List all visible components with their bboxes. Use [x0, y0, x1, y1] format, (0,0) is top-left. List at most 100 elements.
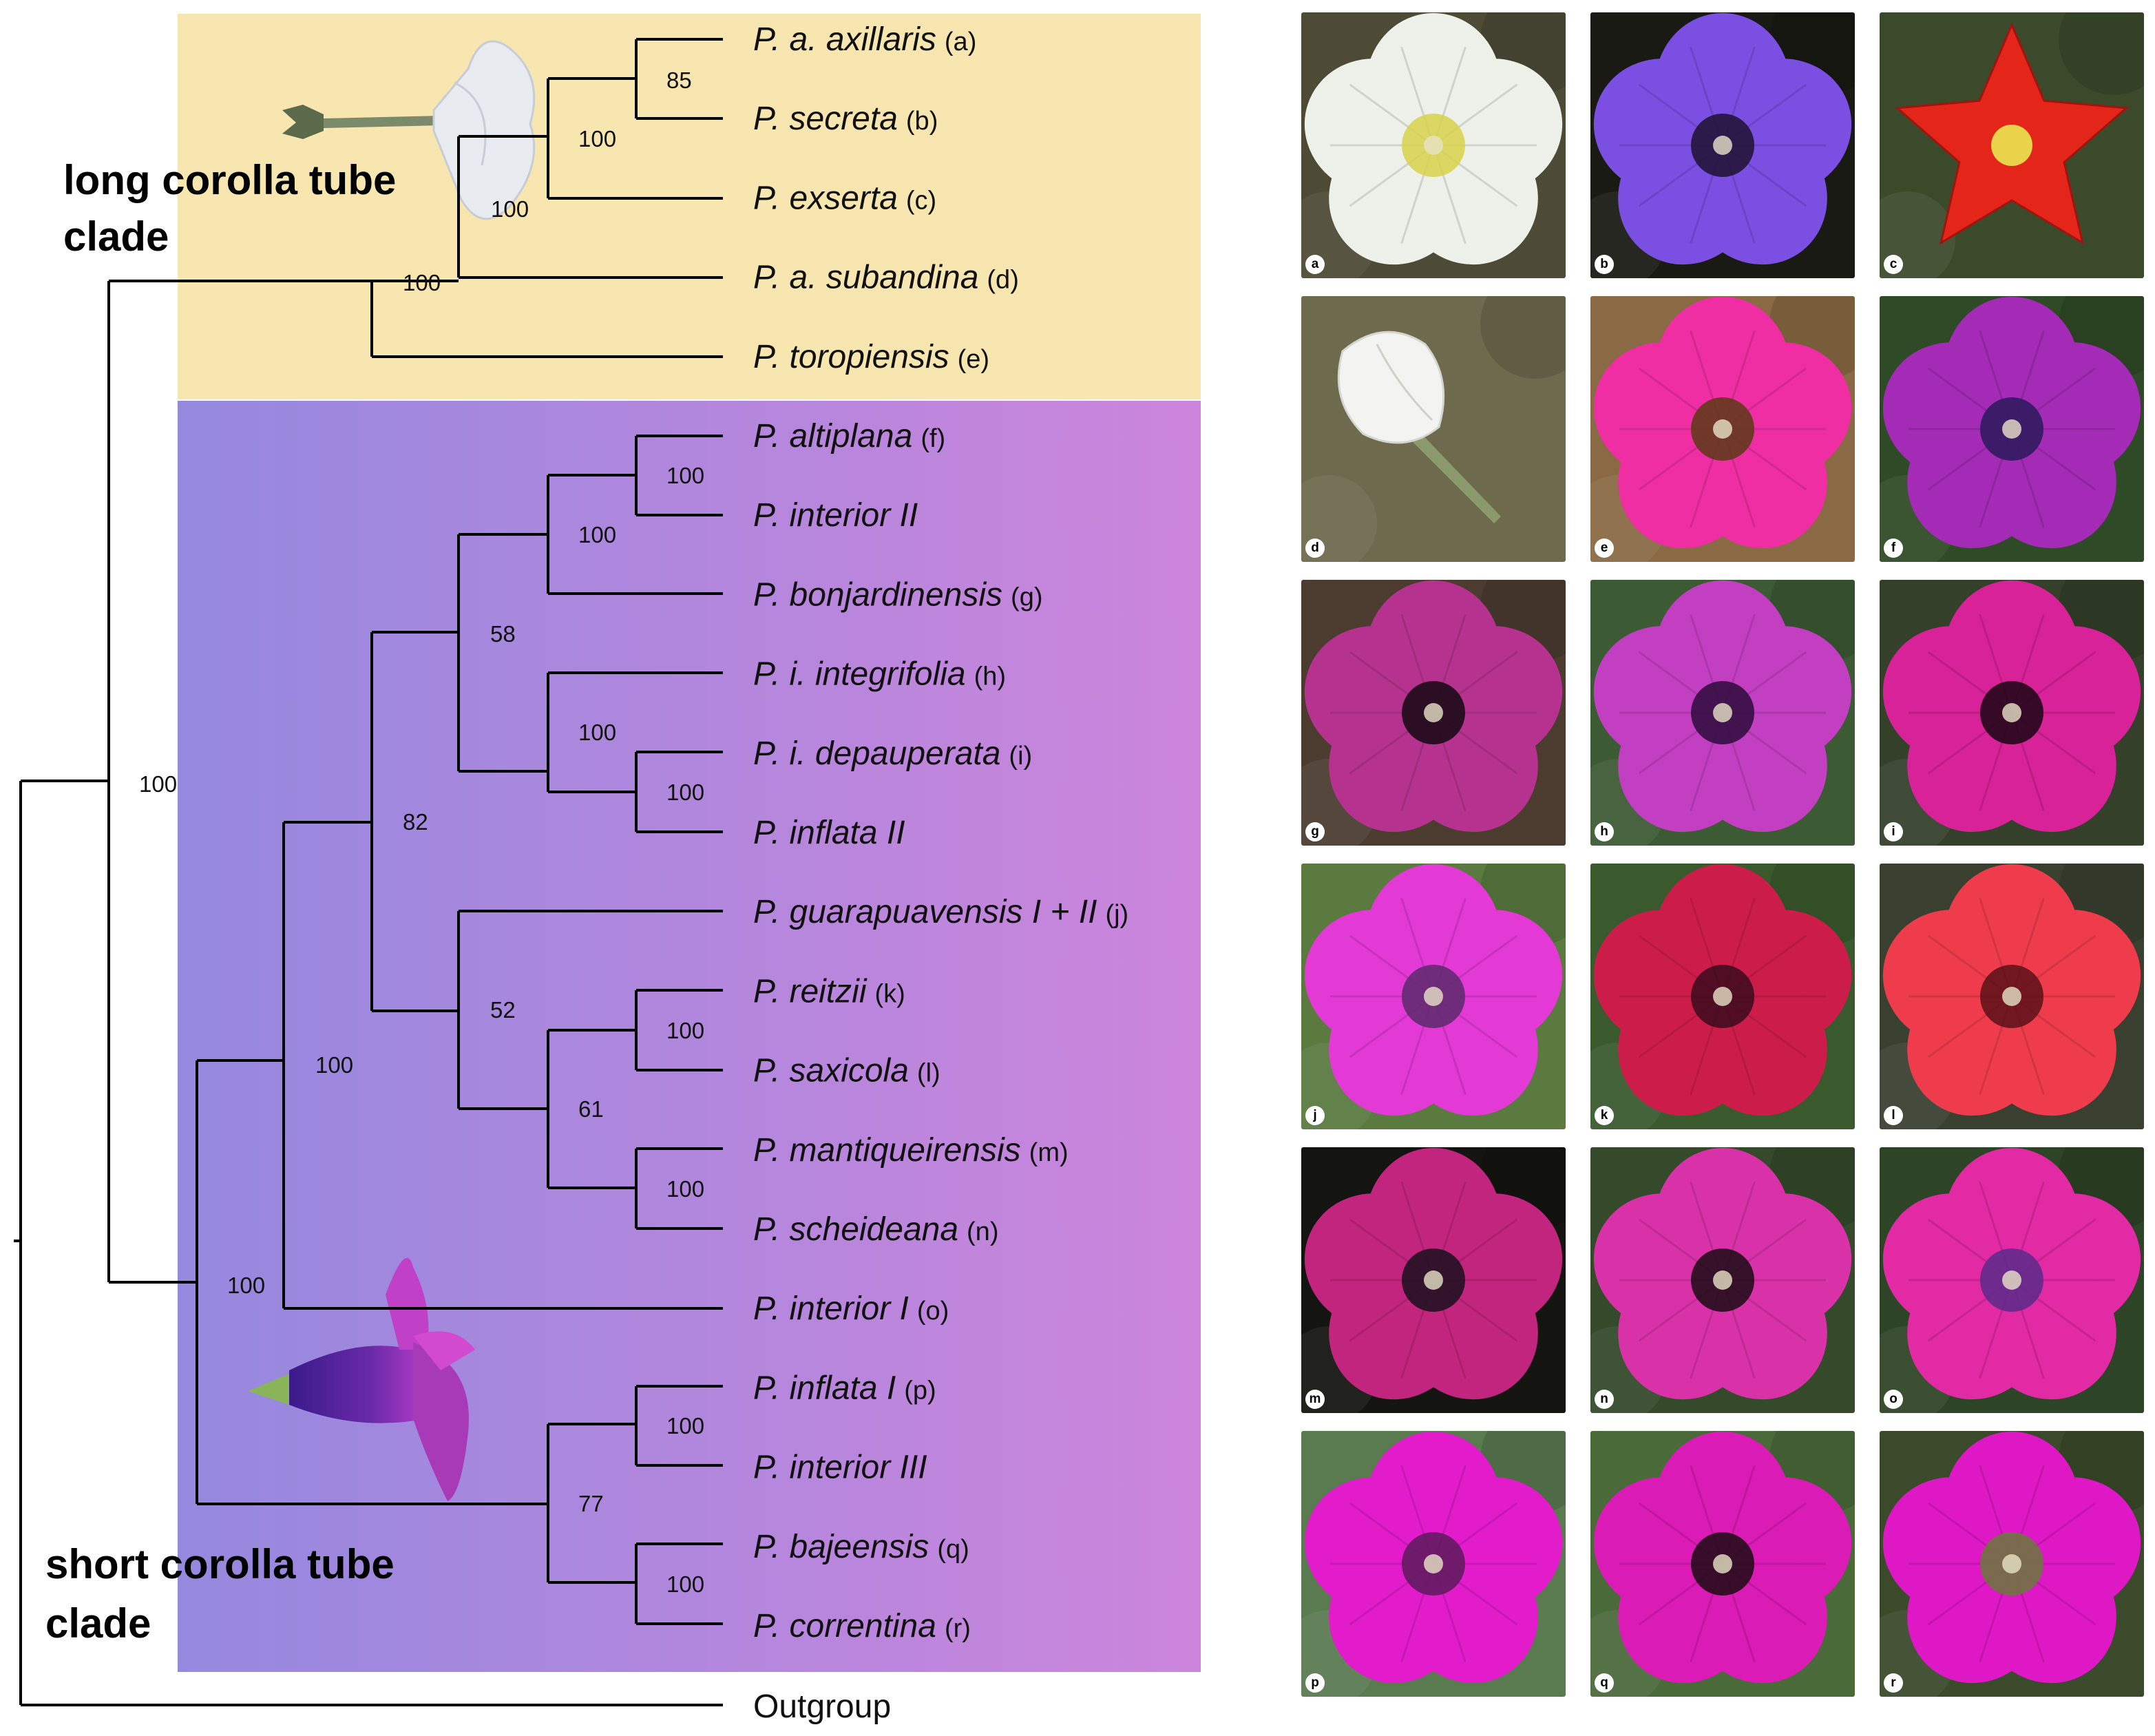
photo-label-badge: b	[1595, 255, 1614, 274]
taxon-label: P. i. integrifolia (h)	[753, 656, 1006, 693]
taxon-label: P. inflata II	[753, 815, 905, 851]
photo-label-badge: m	[1305, 1390, 1325, 1409]
support-value: 100	[666, 463, 704, 488]
short-corolla-clade-background	[178, 401, 1201, 1672]
taxon-photo-tag: (r)	[945, 1614, 971, 1643]
support-value: 52	[490, 997, 516, 1023]
support-value: 100	[666, 1176, 704, 1202]
taxon-photo-tag: (j)	[1105, 900, 1128, 929]
long-clade-title-line2: clade	[63, 213, 169, 260]
phylogenetic-tree: long corolla tube clade short corolla tu…	[14, 14, 1201, 1725]
taxon-photo-tag: (k)	[875, 979, 905, 1008]
taxon-name: P. scheideana	[753, 1211, 958, 1248]
flower-photo-o: o	[1880, 1147, 2144, 1413]
photo-label-badge: q	[1595, 1673, 1614, 1693]
tree-branches	[14, 38, 723, 1706]
taxon-name: P. toropiensis	[753, 339, 949, 375]
taxon-photo-tag: (m)	[1029, 1138, 1069, 1167]
taxon-labels: P. a. axillaris(a) P. secreta (b) P. exsert…	[753, 21, 1128, 1644]
flower-photo-r: r	[1880, 1431, 2144, 1697]
taxon-label: P. exserta (c)	[753, 180, 936, 216]
taxon-label: P. interior II	[753, 497, 918, 534]
photo-label-badge: o	[1884, 1390, 1903, 1409]
outgroup-label: Outgroup	[753, 1688, 891, 1725]
taxon-label: P. interior I (o)	[753, 1290, 949, 1327]
support-value: 58	[490, 621, 516, 647]
taxon-photo-tag: (b)	[906, 107, 938, 136]
support-value: 100	[666, 1413, 704, 1439]
photo-label-badge: g	[1305, 822, 1325, 841]
support-value: 100	[666, 1571, 704, 1597]
photo-label-badge: l	[1884, 1106, 1903, 1125]
taxon-label: P. a. subandina(d)	[753, 260, 1019, 296]
support-value: 100	[666, 1018, 704, 1043]
taxon-photo-tag: (h)	[974, 662, 1006, 691]
support-value: 100	[403, 270, 441, 295]
flower-photo-h: h	[1590, 580, 1855, 846]
taxon-label: P. interior III	[753, 1450, 927, 1486]
taxon-photo-tag: (e)	[958, 345, 989, 374]
photo-label-badge: i	[1884, 822, 1903, 841]
photo-label-badge: a	[1305, 255, 1325, 274]
taxon-photo-tag: (g)	[1011, 583, 1042, 611]
taxon-label: P. a. axillaris(a)	[753, 21, 976, 58]
taxon-name: P. saxicola	[753, 1053, 909, 1089]
taxon-name: P. altiplana	[753, 418, 912, 454]
flower-photo-q: q	[1590, 1431, 1855, 1697]
taxon-label: P. correntina (r)	[753, 1608, 971, 1644]
taxon-name: P. guarapuavensis I + II	[753, 894, 1097, 930]
taxon-label: P. scheideana (n)	[753, 1211, 998, 1248]
support-value: 61	[578, 1096, 604, 1122]
taxon-name: P. mantiqueirensis	[753, 1132, 1021, 1169]
support-value: 100	[578, 720, 616, 745]
taxon-name: P. a. subandina	[753, 260, 978, 296]
photo-label-badge: k	[1595, 1106, 1614, 1125]
branch-short-clade	[196, 1059, 548, 1505]
flower-photo-i: i	[1880, 580, 2144, 846]
taxon-name: P. a. axillaris	[753, 21, 936, 58]
taxon-photo-tag: (c)	[906, 186, 936, 215]
flower-photo-p: p	[1301, 1431, 1566, 1697]
long-clade-title-line1: long corolla tube	[63, 157, 396, 203]
taxon-name: P. exserta	[753, 180, 898, 216]
support-value: 100	[666, 780, 704, 805]
taxon-photo-tag: (o)	[917, 1297, 949, 1326]
branch-root	[14, 780, 723, 1706]
taxon-name: P. i. integrifolia	[753, 656, 966, 693]
branch-ingroup	[107, 280, 372, 1284]
taxon-photo-tag: (p)	[904, 1376, 936, 1405]
taxon-label: P. altiplana(f)	[753, 418, 945, 454]
taxon-name: P. i. depauperata	[753, 735, 1000, 772]
taxon-name: P. secreta	[753, 101, 898, 137]
support-value: 82	[403, 809, 428, 835]
support-value: 100	[578, 126, 616, 151]
taxon-label: P. guarapuavensis I + II (j)	[753, 894, 1128, 930]
photo-label-badge: p	[1305, 1673, 1325, 1693]
photo-label-badge: r	[1884, 1673, 1903, 1693]
flower-photo-c: c	[1880, 12, 2144, 278]
support-value: 100	[578, 522, 616, 547]
taxon-name: P. bonjardinensis	[753, 576, 1002, 613]
taxon-label: P. bonjardinensis (g)	[753, 576, 1043, 613]
taxon-name: P. reitzii	[753, 973, 868, 1010]
taxon-name: P. interior III	[753, 1450, 927, 1486]
taxon-name: P. interior I	[753, 1290, 909, 1327]
flower-photo-l: l	[1880, 864, 2144, 1129]
taxon-label: P. mantiqueirensis (m)	[753, 1132, 1069, 1169]
short-clade-title-line1: short corolla tube	[45, 1541, 395, 1587]
flower-photo-j: j	[1301, 864, 1566, 1129]
flower-photo-e: e	[1590, 296, 1855, 562]
support-values: 85 100 100 100 100 100 100 100 58 82 100…	[139, 67, 704, 1597]
photo-label-badge: c	[1884, 255, 1903, 274]
photo-label-badge: f	[1884, 538, 1903, 558]
flower-photo-f: f	[1880, 296, 2144, 562]
taxon-label: P. reitzii(k)	[753, 973, 905, 1010]
flower-photo-n: n	[1590, 1147, 1855, 1413]
taxon-name: P. bajeensis	[753, 1529, 929, 1565]
support-value: 100	[227, 1273, 265, 1298]
flower-photo-b: b	[1590, 12, 1855, 278]
taxon-photo-tag: (n)	[967, 1217, 998, 1246]
flower-photo-g: g	[1301, 580, 1566, 846]
taxon-name: P. correntina	[753, 1608, 936, 1644]
taxon-label: P. toropiensis (e)	[753, 339, 989, 375]
